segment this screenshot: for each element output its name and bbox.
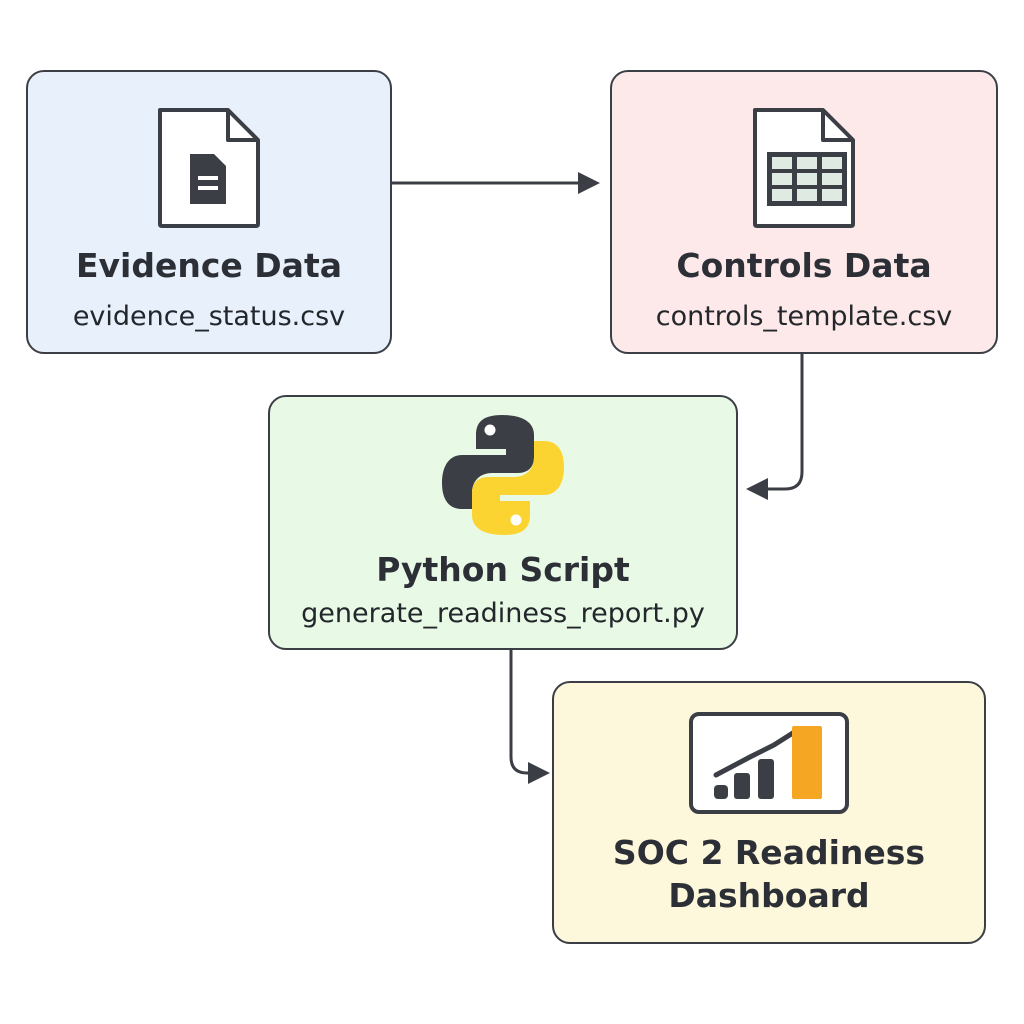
node-soc2-dashboard[interactable]: SOC 2 Readiness Dashboard: [552, 681, 986, 944]
arrow-python-to-dashboard: [509, 650, 550, 784]
python-logo-icon: [438, 411, 568, 543]
node-filename: controls_template.csv: [655, 301, 953, 332]
node-title: SOC 2 Readiness: [612, 833, 926, 872]
node-title: Python Script: [376, 550, 630, 589]
node-controls-data[interactable]: Controls Data controls_template.csv: [610, 70, 998, 354]
node-title-line2: Dashboard: [668, 876, 870, 915]
document-icon: [154, 106, 264, 234]
arrow-controls-to-python: [746, 354, 804, 500]
node-title: Evidence Data: [76, 246, 342, 285]
node-evidence-data[interactable]: Evidence Data evidence_status.csv: [26, 70, 392, 354]
bar-chart-icon: [688, 711, 850, 819]
node-filename: generate_readiness_report.py: [301, 598, 705, 629]
node-python-script[interactable]: Python Script generate_readiness_report.…: [268, 395, 738, 650]
node-filename: evidence_status.csv: [72, 301, 346, 332]
node-title: Controls Data: [676, 246, 932, 285]
arrow-evidence-to-controls: [392, 172, 600, 194]
spreadsheet-icon: [749, 106, 859, 234]
